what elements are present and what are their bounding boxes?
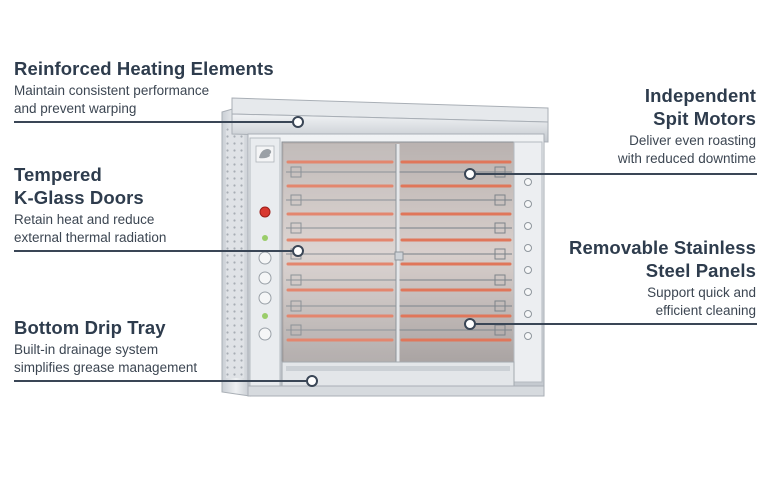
glass-doors: [281, 141, 515, 365]
tray-title: Bottom Drip Tray: [14, 317, 166, 338]
motors-desc-line: with reduced downtime: [617, 151, 756, 166]
spit-fork: [494, 166, 506, 178]
panels-title-line: Removable Stainless: [569, 237, 756, 258]
panels-title: Removable Stainless Steel Panels: [569, 236, 756, 282]
spit-fork: [290, 300, 302, 312]
motors-title: Independent Spit Motors: [618, 84, 756, 130]
glass-desc-line: external thermal radiation: [14, 230, 167, 245]
glass-callout: Tempered K-Glass Doors Retain heat and r…: [14, 163, 166, 247]
spit-fork: [290, 274, 302, 286]
heating-elements: [286, 160, 512, 342]
motors-description: Deliver even roasting with reduced downt…: [618, 132, 756, 168]
panels-callout: Removable Stainless Steel Panels Support…: [569, 236, 756, 320]
spit-fork: [494, 300, 506, 312]
tray-callout: Bottom Drip Tray Built-in drainage syste…: [14, 316, 197, 377]
power-indicator-icon: [259, 206, 271, 218]
spit-fork: [494, 248, 506, 260]
glass-title-line: Tempered: [14, 164, 102, 185]
motors-marker-dot: [464, 168, 476, 180]
glass-leader-line: [14, 250, 294, 252]
spit-fork: [290, 166, 302, 178]
spit-fork: [494, 194, 506, 206]
drip-tray: [281, 361, 515, 387]
chicken-logo-icon: [255, 145, 275, 163]
heating-leader-line: [14, 121, 294, 123]
spit-switch-column: [513, 141, 543, 383]
heating-callout: Reinforced Heating Elements Maintain con…: [14, 57, 274, 118]
panels-desc-line: efficient cleaning: [655, 303, 756, 318]
spit-switch-icon[interactable]: [524, 178, 532, 340]
heating-description: Maintain consistent performance and prev…: [14, 82, 274, 118]
motors-title-line: Independent: [644, 85, 756, 106]
panels-marker-dot: [464, 318, 476, 330]
heating-desc-line: Maintain consistent performance: [14, 83, 210, 98]
tray-marker-dot: [306, 375, 318, 387]
motors-title-line: Spit Motors: [653, 108, 756, 129]
control-knob-icon[interactable]: [258, 251, 272, 341]
motors-leader-line: [472, 173, 757, 175]
heating-desc-line: and prevent warping: [14, 101, 137, 116]
spit-fork: [290, 222, 302, 234]
heating-marker-dot: [292, 116, 304, 128]
glass-marker-dot: [292, 245, 304, 257]
panels-desc-line: Support quick and: [647, 285, 756, 300]
spit-fork: [290, 194, 302, 206]
spit-fork: [494, 222, 506, 234]
tray-desc-line: Built-in drainage system: [14, 342, 159, 357]
motors-desc-line: Deliver even roasting: [629, 133, 756, 148]
motors-callout: Independent Spit Motors Deliver even roa…: [618, 84, 756, 168]
panels-leader-line: [472, 323, 757, 325]
glass-desc-line: Retain heat and reduce: [14, 212, 155, 227]
spit-fork: [494, 324, 506, 336]
spit-fork: [494, 274, 506, 286]
tray-description: Built-in drainage system simplifies grea…: [14, 341, 197, 377]
spit-fork: [290, 324, 302, 336]
tray-desc-line: simplifies grease management: [14, 360, 198, 375]
heating-title: Reinforced Heating Elements: [14, 58, 274, 79]
panels-description: Support quick and efficient cleaning: [569, 284, 756, 320]
panels-title-line: Steel Panels: [645, 260, 756, 281]
glass-title: Tempered K-Glass Doors: [14, 163, 166, 209]
tray-leader-line: [14, 380, 308, 382]
control-column: [249, 137, 281, 393]
glass-title-line: K-Glass Doors: [14, 187, 144, 208]
glass-description: Retain heat and reduce external thermal …: [14, 211, 166, 247]
